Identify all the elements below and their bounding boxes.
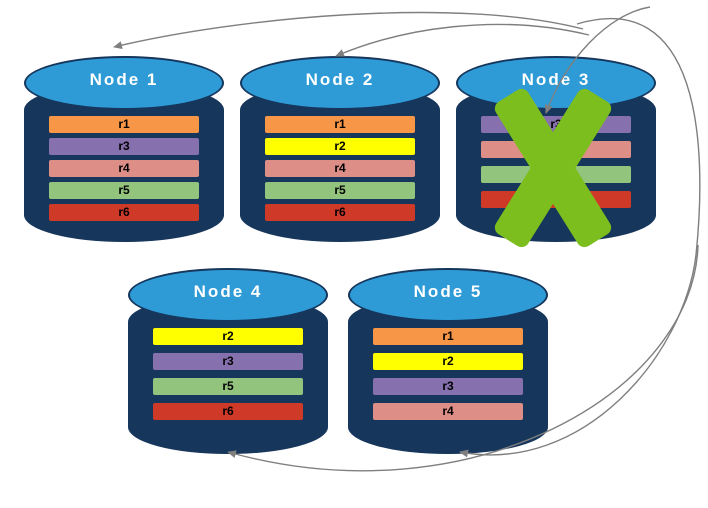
replica-bar: r3 bbox=[153, 353, 303, 370]
cylinder-top bbox=[24, 56, 224, 110]
arrow-to-node-1 bbox=[113, 11, 584, 50]
node-title: Node 1 bbox=[89, 70, 159, 89]
replica-bar: r3 bbox=[373, 378, 523, 395]
replica-bar: r5 bbox=[153, 378, 303, 395]
node-title: Node 3 bbox=[521, 70, 591, 89]
node-3: Node 3 r3 r4 r5 r6 bbox=[456, 56, 656, 251]
node-4: Node 4 r2 r3 r5 r6 bbox=[128, 268, 328, 454]
replica-bar: r1 bbox=[265, 116, 415, 133]
node-title: Node 4 bbox=[193, 282, 263, 301]
node-title: Node 2 bbox=[305, 70, 375, 89]
replica-bar: r2 bbox=[153, 328, 303, 345]
replica-bar: r5 bbox=[49, 182, 199, 199]
replica-bar: r4 bbox=[373, 403, 523, 420]
replica-bar: r4 bbox=[49, 160, 199, 177]
replica-list: r1 r3 r4 r5 r6 bbox=[49, 116, 199, 221]
replica-bar: r6 bbox=[153, 403, 303, 420]
node-5: Node 5 r1 r2 r3 r4 bbox=[348, 268, 548, 454]
replica-list: r2 r3 r5 r6 bbox=[153, 328, 303, 420]
replica-bar: r5 bbox=[265, 182, 415, 199]
replica-bar: r1 bbox=[373, 328, 523, 345]
node-2: Node 2 r1 r2 r4 r5 r6 bbox=[240, 56, 440, 242]
replica-bar: r3 bbox=[49, 138, 199, 155]
replica-list: r1 r2 r3 r4 bbox=[373, 328, 523, 420]
node-1: Node 1 r1 r3 r4 r5 r6 bbox=[24, 56, 224, 242]
replica-bar: r4 bbox=[265, 160, 415, 177]
replica-list: r1 r2 r4 r5 r6 bbox=[265, 116, 415, 221]
cylinder-top bbox=[240, 56, 440, 110]
node-title: Node 5 bbox=[413, 282, 483, 301]
replica-bar: r2 bbox=[265, 138, 415, 155]
replica-bar: r6 bbox=[49, 204, 199, 221]
replica-bar: r6 bbox=[265, 204, 415, 221]
arrow-to-node-2 bbox=[335, 23, 590, 57]
replica-bar: r2 bbox=[373, 353, 523, 370]
replica-bar: r1 bbox=[49, 116, 199, 133]
